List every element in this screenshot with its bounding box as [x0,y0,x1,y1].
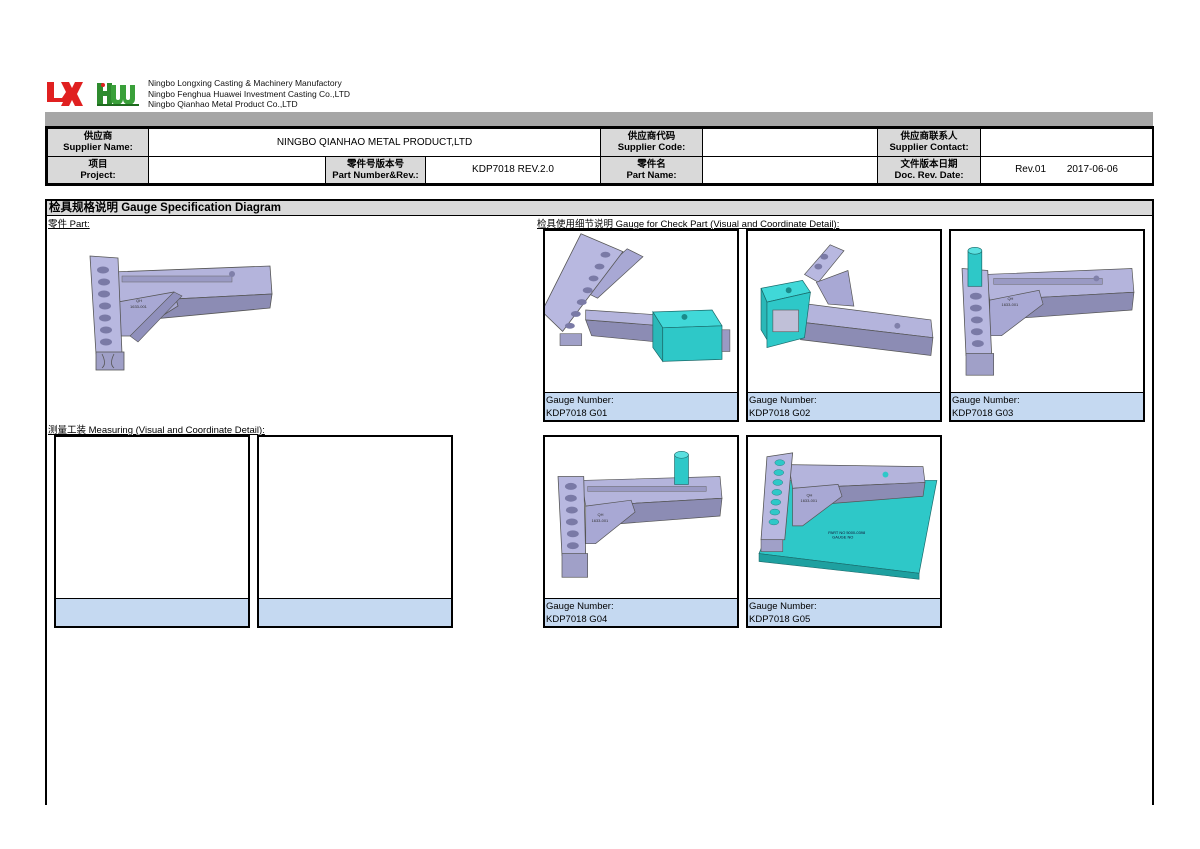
supplier-name-value[interactable]: NINGBO QIANHAO METAL PRODUCT,LTD [147,128,602,157]
part-number-value[interactable]: KDP7018 REV.2.0 [424,155,602,184]
gauge-card-g01[interactable]: Gauge Number: KDP7018 G01 [543,229,739,422]
gauge-number: KDP7018 G03 [952,408,1014,419]
supplier-contact-value[interactable] [980,128,1154,157]
gauge-number: KDP7018 G05 [749,614,811,625]
gauge-card-g05[interactable]: QH 1633-001 PART NO 5000-0398 GAUGE NO G… [746,435,942,628]
logo-graphic [47,82,139,106]
gauge-number: KDP7018 G04 [546,614,608,625]
gauge-check-label: 检具使用细节说明 Gauge for Check Part (Visual an… [537,219,840,230]
measuring-label: 测量工装 Measuring (Visual and Coordinate De… [48,425,265,436]
gauge-number-label: Gauge Number: [952,395,1020,406]
gauge-number-label: Gauge Number: [546,395,614,406]
svg-text:QH: QH [136,298,142,303]
doc-rev-date-label: 文件版本日期 Doc. Rev. Date: [877,155,982,184]
gauge-image [748,231,940,392]
gauge-number-label: Gauge Number: [749,395,817,406]
gauge-image [545,231,737,392]
part-name-value[interactable] [702,155,879,184]
company-line: Ningbo Qianhao Metal Product Co.,LTD [148,99,298,109]
doc-rev-date-value[interactable]: Rev.01 2017-06-06 [980,155,1154,184]
supplier-contact-label: 供应商联系人 Supplier Contact: [877,128,982,157]
measuring-image [259,437,451,598]
company-line: Ningbo Fenghua Huawei Investment Casting… [148,88,351,99]
company-line: Ningbo Longxing Casting & Machinery Manu… [148,78,342,88]
gauge-g03-3d-image: QH 1633-001 [961,247,1135,376]
section-title: 检具规格说明 Gauge Specification Diagram [47,201,1152,216]
svg-text:QH: QH [598,512,604,517]
gauge-caption: Gauge Number: KDP7018 G02 [748,392,940,420]
gauge-image: QH 1633-001 [951,231,1143,392]
supplier-code-value[interactable] [702,128,879,157]
measuring-caption [56,598,248,626]
gauge-g02-3d-image [760,244,934,356]
company-names: Ningbo Longxing Casting & Machinery Manu… [148,78,350,110]
part-drawing: QH 1633-001 [82,250,277,372]
supplier-name-label: 供应商 Supplier Name: [47,128,149,157]
supplier-code-label: 供应商代码 Supplier Code: [600,128,704,157]
part-label: 零件 Part: [48,219,90,230]
gauge-spec-section: 检具规格说明 Gauge Specification Diagram 零件 Pa… [45,199,1154,805]
gauge-caption: Gauge Number: KDP7018 G04 [545,598,737,626]
gauge-image: QH 1633-001 PART NO 5000-0398 GAUGE NO [748,437,940,598]
project-value[interactable] [148,155,326,184]
revision-date: 2017-06-06 [1066,164,1118,176]
gauge-number: KDP7018 G02 [749,408,811,419]
measuring-image [56,437,248,598]
svg-text:QH: QH [1007,296,1013,301]
measuring-card-1[interactable] [54,435,250,628]
header-divider-bar [45,112,1153,126]
part-3d-image: QH 1633-001 [89,255,273,371]
measuring-caption [259,598,451,626]
gauge-image: QH 1633-001 [545,437,737,598]
gauge-card-g02[interactable]: Gauge Number: KDP7018 G02 [746,229,942,422]
gauge-number: KDP7018 G01 [546,408,608,419]
svg-text:1633-001: 1633-001 [592,518,609,523]
svg-text:1633-001: 1633-001 [130,304,148,309]
gauge-caption: Gauge Number: KDP7018 G05 [748,598,940,626]
gauge-number-label: Gauge Number: [546,601,614,612]
svg-text:1633-001: 1633-001 [1002,302,1019,307]
svg-text:GAUGE NO: GAUGE NO [832,535,853,540]
info-table: 供应商 Supplier Name: NINGBO QIANHAO METAL … [45,126,1154,186]
gauge-caption: Gauge Number: KDP7018 G01 [545,392,737,420]
svg-text:1633-001: 1633-001 [801,498,818,503]
gauge-g01-3d-image [545,233,731,363]
company-logo [45,79,140,109]
part-number-label: 零件号版本号 Part Number&Rev.: [325,155,426,184]
gauge-card-g04[interactable]: QH 1633-001 Gauge Number: KDP7018 G04 [543,435,739,628]
measuring-card-2[interactable] [257,435,453,628]
part-name-label: 零件名 Part Name: [600,155,704,184]
gauge-g04-3d-image: QH 1633-001 [557,451,723,578]
gauge-number-label: Gauge Number: [749,601,817,612]
project-label: 项目 Project: [47,155,149,184]
svg-text:QH: QH [806,492,812,497]
revision: Rev.01 [1015,164,1047,176]
gauge-g05-3d-image: QH 1633-001 PART NO 5000-0398 GAUGE NO [758,452,938,580]
svg-text:PART NO 5000-0398: PART NO 5000-0398 [828,530,866,535]
gauge-caption: Gauge Number: KDP7018 G03 [951,392,1143,420]
gauge-card-g03[interactable]: QH 1633-001 Gauge Number: KDP7018 G03 [949,229,1145,422]
